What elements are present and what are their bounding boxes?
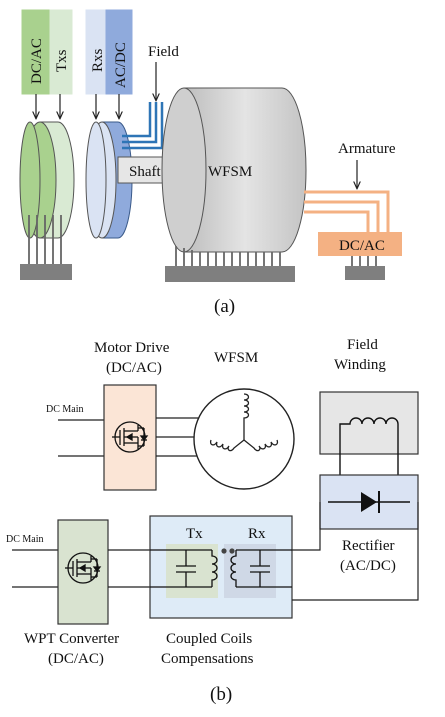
- tx-dcac-label: DC/AC: [29, 38, 45, 84]
- mosfet-icon: [112, 421, 149, 453]
- dc-main-lines-1: [58, 419, 104, 457]
- wpt-converter-label-1: WPT Converter: [24, 631, 119, 647]
- coupled-coils-box: Tx Rx: [149, 515, 293, 619]
- dc-main-label-2: DC Main: [6, 534, 44, 545]
- tx-base: [20, 264, 72, 280]
- mosfet-icon: [65, 552, 102, 584]
- coils-to-rectifier-lines: [292, 502, 419, 601]
- coupled-coils-label-2: Compensations: [161, 651, 254, 667]
- label-arrows: [36, 94, 119, 118]
- converter-base: [345, 266, 385, 280]
- rx-coil-icon: [230, 550, 237, 587]
- rx-capacitor-icon: [236, 549, 292, 588]
- armature-lines: [304, 190, 390, 232]
- wfsm-base: [165, 266, 295, 282]
- rectifier-label-1: Rectifier: [342, 538, 394, 554]
- caption-b: (b): [210, 684, 232, 705]
- tx-pins: [28, 215, 62, 264]
- motor-drive-box: [103, 384, 157, 491]
- tx-coil-icon: [211, 550, 218, 587]
- txs-label: Txs: [54, 49, 70, 72]
- dc-main-label-1: DC Main: [46, 404, 84, 415]
- wfsm-label-b: WFSM: [214, 350, 258, 366]
- dc-main-lines-2: [12, 549, 58, 588]
- wpt-to-coils-lines: [108, 549, 150, 588]
- motor-drive-label-1: Motor Drive: [94, 340, 170, 356]
- part-b: Motor Drive (DC/AC) WFSM Field Winding D…: [6, 337, 419, 705]
- rx-acdc-label: AC/DC: [113, 42, 129, 88]
- inductor-icon: [339, 417, 399, 475]
- tx-capacitor-icon: [150, 549, 212, 588]
- rxs-label: Rxs: [90, 48, 106, 72]
- field-winding-label-1: Field: [347, 337, 378, 353]
- wfsm-pins: [175, 246, 281, 266]
- wfsm-machine: WFSM: [161, 87, 307, 253]
- wfsm-label-a: WFSM: [208, 164, 252, 180]
- tx-label: Tx: [186, 526, 203, 542]
- tx-label-boxes: DC/AC Txs: [21, 9, 73, 95]
- converter-pins: [351, 256, 377, 266]
- armature-converter: DC/AC: [318, 232, 402, 256]
- caption-a: (a): [214, 296, 235, 317]
- part-a: DC/AC Txs Rxs AC/DC: [19, 9, 402, 317]
- rectifier-label-2: (AC/DC): [340, 558, 396, 574]
- rectifier-box: [319, 474, 419, 530]
- coupled-coils-label-1: Coupled Coils: [166, 631, 252, 647]
- rx-dot: [229, 548, 235, 554]
- rx-label: Rx: [248, 526, 266, 542]
- field-winding-box: [319, 391, 419, 475]
- wpt-converter-label-2: (DC/AC): [48, 651, 104, 667]
- tx-dot: [221, 548, 227, 554]
- wpt-converter-box: [57, 519, 109, 625]
- field-winding-label-2: Winding: [334, 357, 386, 373]
- shaft-label: Shaft: [129, 164, 161, 180]
- rx-coil: [85, 121, 133, 239]
- tx-coil: [19, 121, 75, 239]
- rx-label-boxes: Rxs AC/DC: [85, 9, 133, 95]
- field-label: Field: [148, 44, 179, 60]
- armature-converter-label: DC/AC: [339, 238, 385, 254]
- y-winding-icon: [209, 393, 279, 452]
- field-lines: [122, 102, 164, 150]
- diode-icon: [328, 491, 410, 513]
- wfsm-symbol: [193, 388, 295, 490]
- motor-drive-label-2: (DC/AC): [106, 360, 162, 376]
- armature-label: Armature: [338, 141, 396, 157]
